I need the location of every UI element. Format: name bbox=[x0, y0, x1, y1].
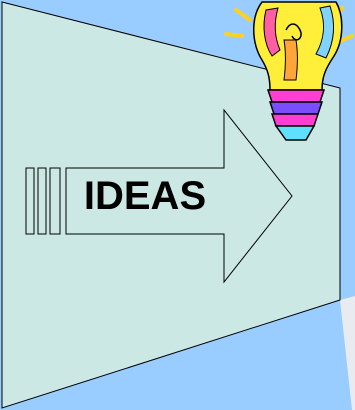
arrow-label: IDEAS bbox=[66, 168, 224, 224]
funnel-shadow bbox=[340, 296, 355, 410]
